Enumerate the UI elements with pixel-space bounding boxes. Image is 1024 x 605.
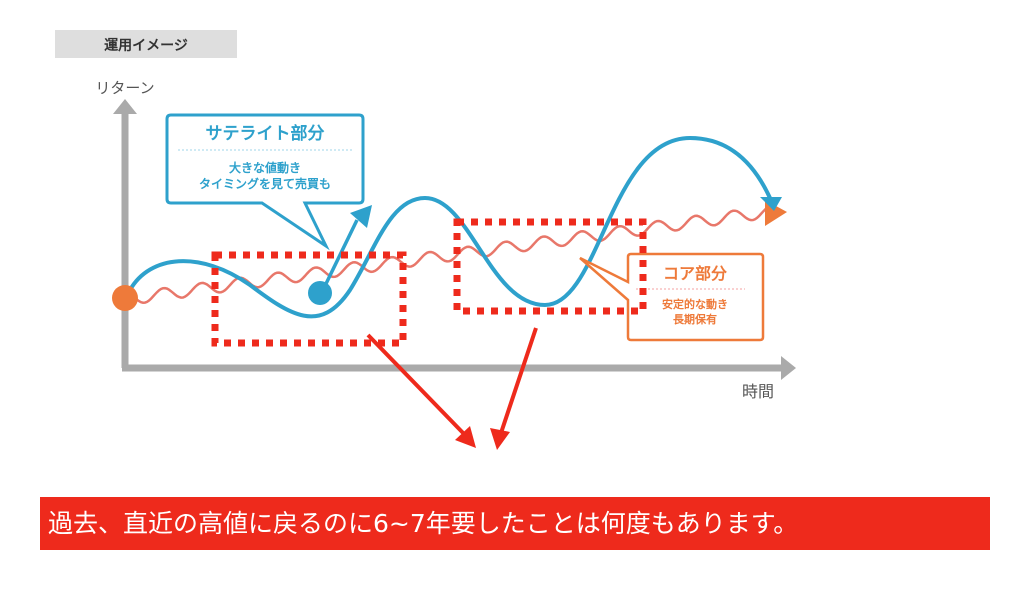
core-line2: 長期保有 xyxy=(673,312,717,326)
core-callout xyxy=(579,252,765,342)
highlight-box-2 xyxy=(453,218,647,315)
y-axis-arrow-icon xyxy=(113,99,137,114)
x-axis-label: 時間 xyxy=(742,382,774,401)
satellite-callout xyxy=(165,113,365,251)
header-box xyxy=(55,30,237,58)
satellite-pointer-arrow-icon xyxy=(350,205,372,228)
message-banner: 過去、直近の高値に戻るのに6~7年要したことは何度もあります。 xyxy=(40,497,990,550)
highlight-arrow-1-head-icon xyxy=(455,426,476,448)
y-axis-label: リターン xyxy=(95,79,154,97)
start-dot xyxy=(112,285,138,311)
satellite-curve-arrow-icon xyxy=(760,197,782,211)
x-axis-arrow-icon xyxy=(781,356,796,380)
satellite-pointer-line xyxy=(320,219,359,293)
satellite-title: サテライト部分 xyxy=(206,123,325,144)
highlight-arrow-2-head-icon xyxy=(490,428,510,450)
core-title: コア部分 xyxy=(663,264,727,283)
header-label: 運用イメージ xyxy=(104,38,188,54)
core-line1: 安定的な動き xyxy=(662,297,728,311)
satellite-line2: タイミングを見て売買も xyxy=(199,176,331,191)
highlight-box-1 xyxy=(211,251,407,347)
satellite-line1: 大きな値動き xyxy=(229,160,301,175)
satellite-dot xyxy=(308,281,332,305)
highlight-arrow-1 xyxy=(366,333,468,438)
highlight-arrow-2 xyxy=(498,327,538,437)
satellite-curve xyxy=(128,135,772,319)
